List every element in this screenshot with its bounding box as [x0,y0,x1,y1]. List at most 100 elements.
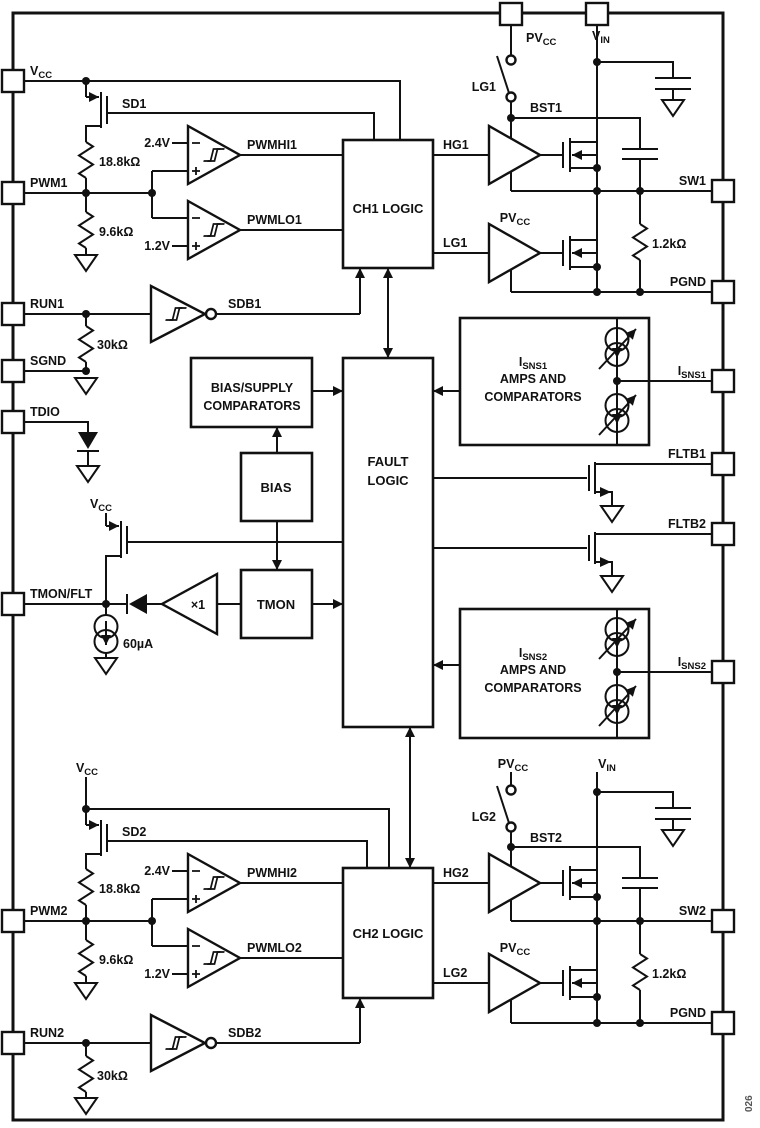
pwmhi2-comparator-icon [186,851,243,915]
pin-square-isns2 [710,659,736,685]
vcc-follower-mosfet-icon [105,513,128,604]
pin-label-isns1: ISNS1 [678,364,707,381]
low-side-mosfet-icon [540,236,597,270]
resistor-1k2-ch2 [632,953,648,991]
sd1-mosfet-icon [85,81,108,142]
ic-boundary [11,11,725,1122]
tmon-label: TMON [257,597,295,612]
lg2-driver-pvcc-label: PVCC [500,941,531,958]
resistor-9k6-ch2-label: 9.6kΩ [99,953,133,967]
ground-icon [74,1097,98,1115]
resistor-9k6-label: 9.6kΩ [99,225,133,239]
hg2-label: HG2 [443,866,469,880]
inverter-bubble-icon [204,307,218,321]
vth-1v2-label: 1.2V [144,239,170,253]
ground-icon [74,254,98,272]
pin-label-pwm2: PWM2 [30,904,68,918]
ch2-vcc-label: VCC [76,761,98,778]
pin-square-sw2 [710,908,736,934]
junction-dot [636,288,644,296]
ground-icon [94,657,118,675]
ch2-input-section: VCC SD2 18.8kΩ 9.6kΩ 2.4V PWMHI2 1.2V [24,761,390,1115]
high-side-mosfet-icon [540,138,597,172]
fault-logic-block [341,356,435,729]
ground-icon [661,99,685,117]
lg2-label: LG2 [443,966,467,980]
resistor-1k2 [632,223,648,261]
vin-bypass-cap-icon [597,61,691,100]
lg1-driver-icon [487,221,543,285]
pin-square-pwm1 [0,180,26,206]
hg2-driver-icon [487,851,543,915]
vin-bypass-cap-icon [597,791,691,830]
junction-dot [82,367,90,375]
sdb2-label: SDB2 [228,1026,261,1040]
lg1-label: LG1 [443,236,467,250]
junction-dot [593,893,601,901]
comparator-signs [192,217,200,250]
pin-square-vin [584,1,610,27]
switch-contact-icon [505,821,517,833]
pin-label-vcc: VCC [30,64,52,81]
bias-block [239,451,314,523]
comparator-input-wires [151,898,188,947]
junction-dot [593,993,601,1001]
bst2-label: BST2 [530,831,562,845]
pin-label-pgnd2: PGND [670,1006,706,1020]
junction-dot [593,1019,601,1027]
resistor-30k-ch2 [78,1055,94,1093]
pin-square-sgnd [0,358,26,384]
pin-label-run2: RUN2 [30,1026,64,1040]
fault-logic-label-2: LOGIC [367,473,409,488]
resistor-9k6-ch2 [78,939,94,977]
bias-label: BIAS [260,480,291,495]
pwmhi1-label: PWMHI1 [247,138,297,152]
low-side-mosfet-icon [540,966,597,1000]
pin-square-vcc [0,68,26,94]
pin-label-fltb2: FLTB2 [668,517,706,531]
inverter-bubble-icon [204,1036,218,1050]
pwmlo2-comparator-icon [186,926,243,990]
tdio-diode-icon [78,432,98,449]
ch1-logic-block [341,138,435,270]
ground-icon [600,575,624,593]
lg2-switch-icon [496,785,510,824]
left-pins: VCC PWM1 RUN1 SGND TDIO TMON/FLT PWM2 RU… [0,64,93,1056]
pin-label-tdio: TDIO [30,405,60,419]
vcc-rail-wire [24,80,401,140]
pin-square-tdio [0,409,26,435]
ch1-input-section: SD1 18.8kΩ 9.6kΩ 2.4V PWMHI1 1.2V PWMLO1 [24,77,401,483]
adjust-arrow [598,394,637,436]
isns1-title: ISNS1 [519,355,548,372]
comparator-signs [192,945,200,978]
bst2-bootstrap-cap-icon [511,846,658,921]
bias-supply-comparators-block [189,356,314,429]
vth-2v4-ch2-label: 2.4V [144,864,170,878]
pin-label-pwm1: PWM1 [30,176,68,190]
ch2-power-stage: PVCC VIN LG2 BST2 HG2 1.2kΩ PVCC [433,757,712,1027]
isns2-title: ISNS2 [519,646,547,663]
pwmhi1-comparator-icon [186,123,243,187]
resistor-30k-label: 30kΩ [97,338,128,352]
pin-square-pwm2 [0,908,26,934]
isns1-line3: COMPARATORS [484,390,581,404]
ch2-logic-block [341,866,435,1000]
lg1-switch-icon [496,55,510,94]
pin-square-sw1 [710,178,736,204]
lg1-switch-label: LG1 [472,80,496,94]
lg2-driver-icon [487,951,543,1015]
resistor-1k2-ch2-label: 1.2kΩ [652,967,686,981]
current-source-60ua-icon [95,615,118,653]
bias-supply-label-2: COMPARATORS [203,399,300,413]
resistor-18k8 [78,141,94,179]
ch2-vin-label: VIN [598,757,616,774]
pin-label-vin: VIN [592,29,610,46]
hg1-driver-icon [487,123,543,187]
ch1-logic-label: CH1 LOGIC [353,201,424,216]
figure-number: 026 [744,1095,755,1112]
sdb1-label: SDB1 [228,297,261,311]
resistor-1k2-label: 1.2kΩ [652,237,686,251]
pin-label-tmon-flt: TMON/FLT [30,587,93,601]
adjust-arrow [598,685,637,727]
fault-logic-label-1: FAULT [368,454,409,469]
